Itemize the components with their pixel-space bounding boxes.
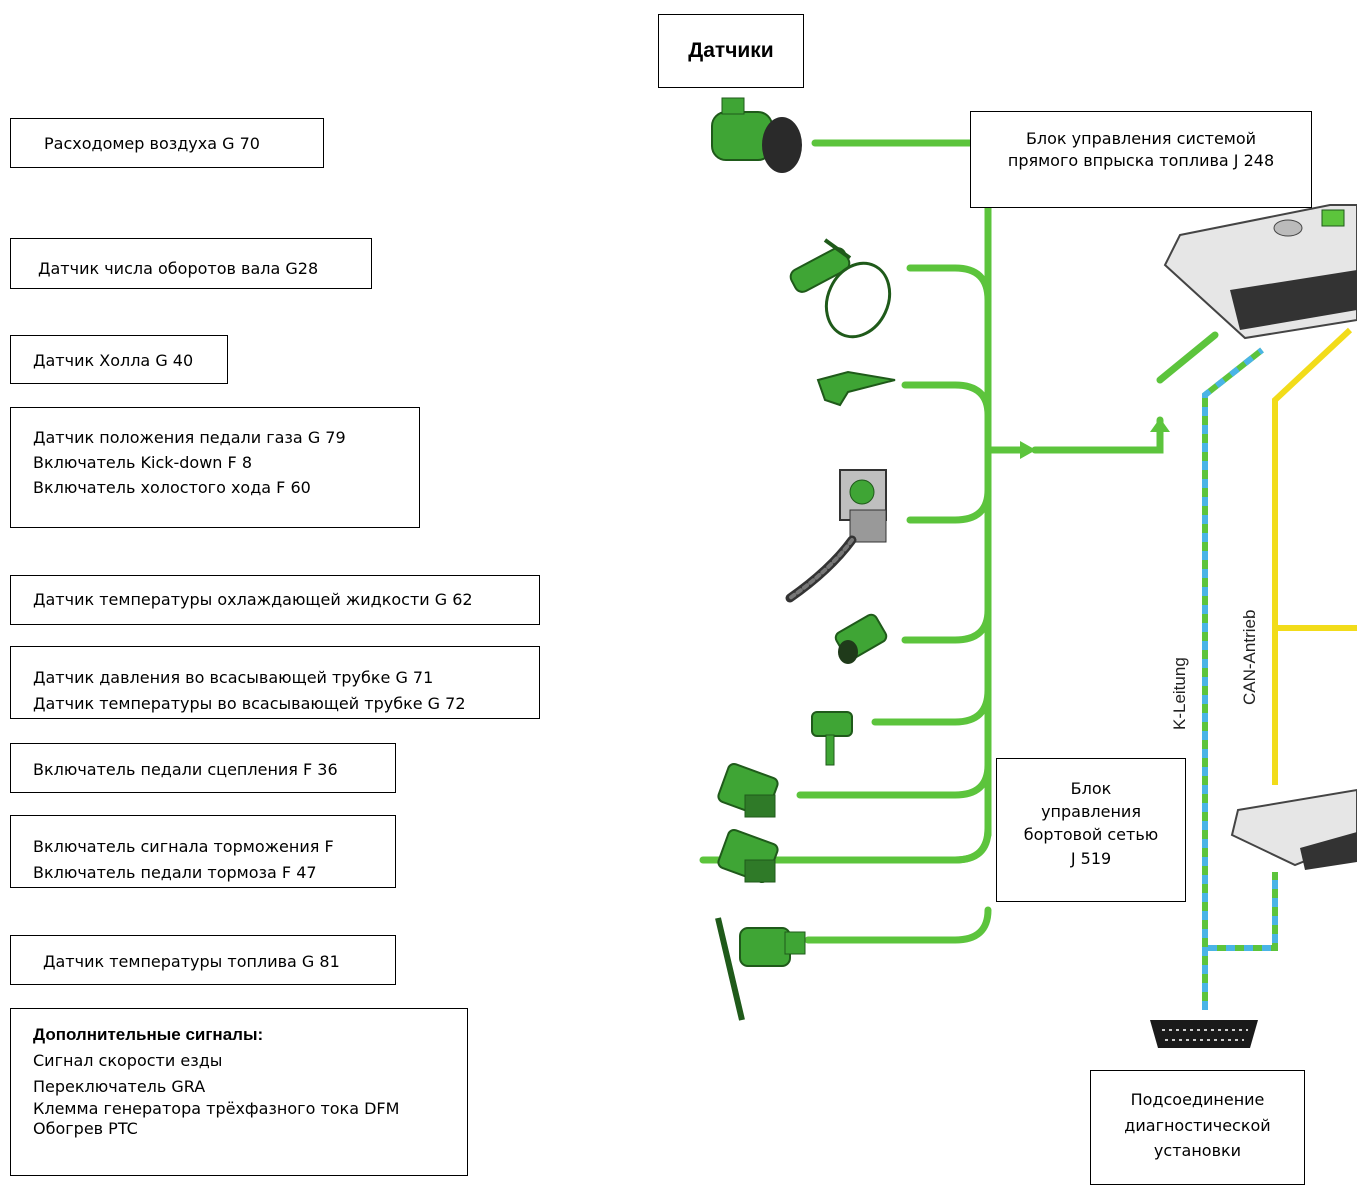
onboard-network-ecu-label-line: бортовой сетью	[1023, 825, 1159, 845]
k-line-bus	[1202, 347, 1278, 1010]
sensors-header: Датчики	[658, 14, 804, 88]
diagnostic-connector-icon	[1150, 1020, 1258, 1048]
sensors-header-title: Датчики	[688, 39, 774, 63]
additional-signal-item: Переключатель GRA	[33, 1076, 206, 1096]
sensor-label-accelerator-pedal: Датчик положения педали газа G 79 Включа…	[10, 407, 420, 528]
sensor-label-line: Включатель холостого хода F 60	[33, 477, 311, 497]
sensor-label-line: Датчик температуры во всасывающей трубке…	[33, 693, 466, 713]
throttle-pedal-sensor-icon	[785, 469, 887, 603]
sensor-label-brake-switch: Включатель сигнала торможения F Включате…	[10, 815, 396, 888]
sensor-label-line: Датчик температуры топлива G 81	[43, 952, 340, 971]
sensor-label-line: Датчик числа оборотов вала G28	[38, 259, 319, 278]
coolant-temp-sensor-icon	[834, 613, 888, 664]
k-line-label: K-Leitung	[1170, 657, 1189, 730]
diagnostic-connection-label: Подсоединение диагностической установки	[1090, 1070, 1305, 1185]
engine-ecu-icon	[1163, 204, 1357, 340]
harness-arrows	[1020, 418, 1170, 459]
clutch-switch-icon	[717, 763, 779, 818]
sensor-label-air-mass-meter: Расходомер воздуха G 70	[10, 118, 324, 168]
brake-switch-icon	[717, 829, 779, 883]
onboard-network-ecu-label-line: J 519	[1070, 848, 1112, 868]
diagnostic-connection-label-line: Подсоединение	[1130, 1090, 1265, 1109]
additional-signal-item: Обогрев PTC	[33, 1119, 138, 1139]
engine-ecu-label-line: Блок управления системой	[1025, 129, 1257, 148]
onboard-network-ecu-icon	[1230, 788, 1357, 870]
sensor-label-line: Расходомер воздуха G 70	[44, 134, 260, 153]
onboard-network-ecu-label-line: управления	[1041, 802, 1141, 822]
sensor-label-line: Датчик температуры охлаждающей жидкости …	[33, 590, 473, 609]
diagnostic-connection-label-line: диагностической	[1124, 1115, 1271, 1135]
sensor-label-line: Включатель сигнала торможения F	[33, 837, 334, 856]
sensor-label-line: Датчик Холла G 40	[33, 351, 194, 370]
can-bus	[1272, 327, 1357, 785]
sensor-label-line: Включатель педали сцепления F 36	[33, 760, 338, 779]
engine-ecu-label: Блок управления системой прямого впрыска…	[970, 111, 1312, 208]
diagnostic-connection-label-line: установки	[1153, 1141, 1242, 1161]
fuel-temp-sensor-icon	[715, 917, 806, 1021]
intake-pressure-sensor-icon	[811, 711, 853, 766]
sensor-label-clutch-switch: Включатель педали сцепления F 36	[10, 743, 396, 793]
sensor-label-hall-sensor: Датчик Холла G 40	[10, 335, 228, 384]
additional-signals-title: Дополнительные сигналы:	[33, 1025, 264, 1044]
sensor-label-speed-sensor: Датчик числа оборотов вала G28	[10, 238, 372, 289]
additional-signal-item: Клемма генератора трёхфазного тока DFM	[33, 1099, 400, 1119]
sensor-label-line: Датчик положения педали газа G 79	[33, 428, 346, 447]
sensor-label-line: Датчик давления во всасывающей трубке G …	[33, 668, 434, 687]
speed-sensor-icon	[789, 238, 892, 339]
onboard-network-ecu-label-line: Блок	[1070, 779, 1112, 798]
engine-ecu-label-line: прямого впрыска топлива J 248	[1007, 151, 1275, 171]
additional-signals-box: Дополнительные сигналы: Сигнал скорости …	[10, 1008, 468, 1176]
sensor-label-line: Включатель педали тормоза F 47	[33, 862, 317, 882]
can-bus-label: CAN-Antrieb	[1240, 609, 1259, 705]
onboard-network-ecu-label: Блок управления бортовой сетью J 519	[996, 758, 1186, 902]
air-mass-meter-icon	[711, 97, 802, 173]
hall-sensor-icon	[816, 370, 896, 407]
sensor-label-fuel-temp: Датчик температуры топлива G 81	[10, 935, 396, 985]
additional-signal-item: Сигнал скорости езды	[33, 1051, 223, 1071]
sensor-label-intake-pressure: Датчик давления во всасывающей трубке G …	[10, 646, 540, 719]
sensor-label-line: Включатель Kick-down F 8	[33, 452, 252, 472]
sensor-label-coolant-temp: Датчик температуры охлаждающей жидкости …	[10, 575, 540, 625]
